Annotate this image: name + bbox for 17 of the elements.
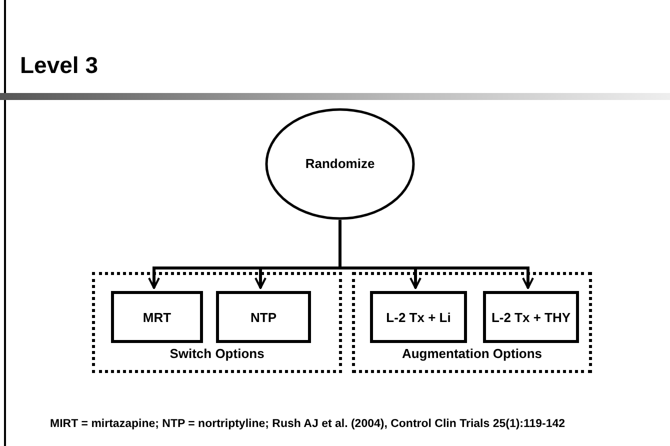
footnote: MIRT = mirtazapine; NTP = nortriptyline; Rush AJ et al. (2004), Control Clin Trials 25(1):119-142	[50, 418, 566, 430]
group-frame	[352, 272, 592, 373]
node-label: L-2 Tx + THY	[490, 310, 572, 324]
group-frame	[92, 272, 342, 373]
node-label: Randomize	[304, 156, 376, 171]
group-label: Augmentation Options	[400, 346, 544, 361]
process-box	[216, 291, 311, 343]
group-label: Switch Options	[168, 346, 266, 361]
process-box	[483, 291, 579, 343]
node-label: MRT	[142, 310, 172, 324]
node-label: L-2 Tx + Li	[385, 310, 452, 324]
slide-title: Level 3	[20, 52, 98, 79]
node-label: NTP	[250, 310, 278, 324]
ellipse-node	[265, 108, 415, 220]
connector-arrow	[338, 220, 534, 289]
process-box	[370, 291, 467, 343]
process-box	[111, 291, 203, 343]
